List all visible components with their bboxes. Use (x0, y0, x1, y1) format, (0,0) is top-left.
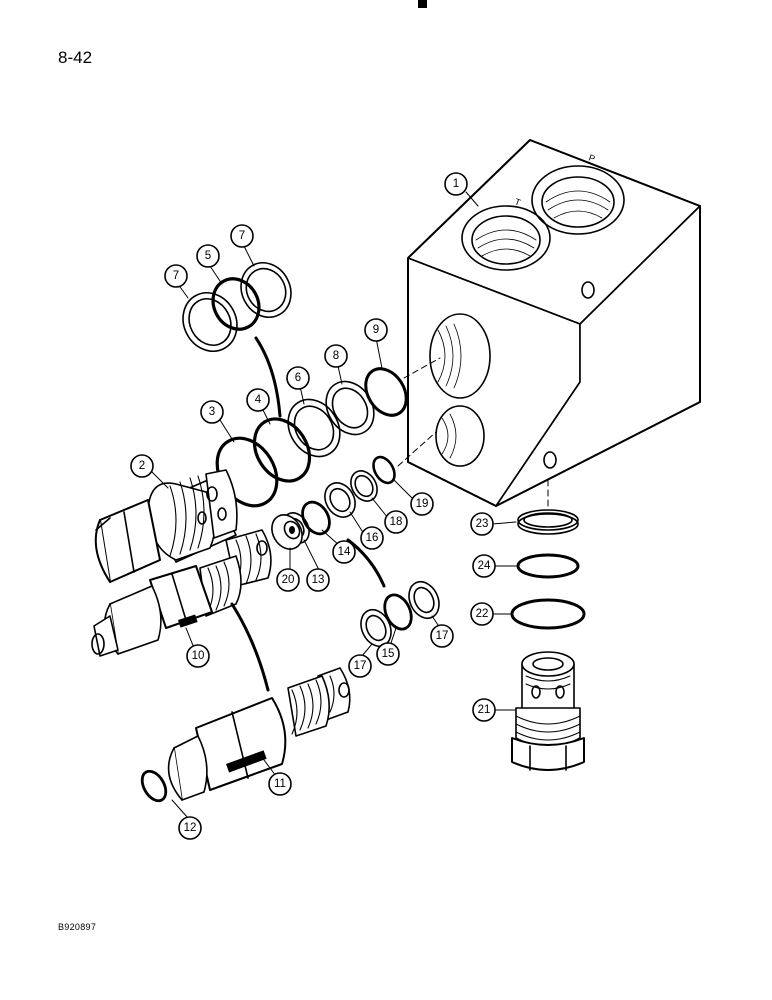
callout-24: 24 (472, 554, 496, 578)
callout-22: 22 (470, 602, 494, 626)
o-ring-9 (364, 367, 408, 417)
callout-14: 14 (332, 540, 356, 564)
svg-text:10: 10 (192, 650, 205, 662)
svg-text:8: 8 (333, 350, 339, 362)
svg-text:7: 7 (173, 270, 179, 282)
svg-text:13: 13 (312, 574, 325, 586)
callout-9: 9 (364, 318, 388, 342)
svg-text:1: 1 (453, 178, 459, 190)
cartridge-valve-10 (91, 529, 272, 657)
port-mark-t: T (513, 196, 522, 207)
svg-text:2: 2 (139, 460, 145, 472)
svg-text:16: 16 (366, 532, 379, 544)
callout-7a: 7 (164, 264, 188, 288)
cartridge-valve-11 (167, 667, 351, 801)
o-ring-15 (383, 593, 413, 631)
svg-text:21: 21 (478, 704, 491, 716)
callout-5: 5 (196, 244, 220, 268)
backup-ring-23 (517, 509, 579, 535)
svg-text:22: 22 (476, 608, 489, 620)
o-ring-19 (372, 455, 396, 485)
callout-8: 8 (324, 344, 348, 368)
callout-12: 12 (178, 816, 202, 840)
seat-20 (271, 514, 303, 550)
callout-6: 6 (286, 366, 310, 390)
svg-text:20: 20 (282, 574, 295, 586)
side-port-lower (435, 405, 485, 467)
backup-ring-7a (182, 292, 238, 352)
figure-id: B920897 (58, 922, 97, 932)
o-ring-4 (252, 417, 312, 483)
svg-text:3: 3 (209, 406, 215, 418)
plug-21 (511, 651, 585, 771)
svg-text:24: 24 (478, 560, 491, 572)
o-ring-5 (211, 277, 261, 331)
callout-11: 11 (268, 772, 292, 796)
callout-17a: 17 (348, 654, 372, 678)
callout-3: 3 (200, 400, 224, 424)
guide-curve-upper (254, 336, 282, 418)
o-ring-22 (510, 598, 586, 630)
guide-curve-middle (346, 538, 386, 588)
cartridge-valve-2 (94, 469, 238, 583)
callout-10: 10 (186, 644, 210, 668)
pin-hole-lower (543, 451, 557, 469)
svg-text:17: 17 (436, 630, 449, 642)
page-number: 8-42 (58, 48, 93, 67)
callout-7b: 7 (230, 224, 254, 248)
svg-text:4: 4 (255, 394, 262, 406)
backup-ring-16 (324, 482, 356, 518)
callout-17b: 17 (430, 624, 454, 648)
svg-text:11: 11 (274, 778, 286, 790)
top-port-t (461, 205, 551, 271)
svg-text:15: 15 (382, 648, 395, 660)
guide-line-9 (403, 357, 441, 379)
top-edge-mark (418, 0, 427, 8)
backup-ring-8 (325, 380, 375, 436)
svg-text:14: 14 (338, 546, 351, 558)
guide-line-19 (397, 431, 437, 467)
top-port-p (531, 165, 625, 235)
backup-ring-7b (240, 262, 292, 318)
callout-1: 1 (444, 172, 468, 196)
callout-19: 19 (410, 492, 434, 516)
svg-text:12: 12 (184, 822, 197, 834)
backup-ring-6 (287, 398, 341, 458)
svg-text:9: 9 (373, 324, 379, 336)
side-port-upper (429, 313, 491, 399)
svg-text:5: 5 (205, 250, 211, 262)
pin-hole-upper (581, 281, 595, 299)
svg-text:23: 23 (476, 518, 489, 530)
svg-text:17: 17 (354, 660, 367, 672)
port-mark-p: P (587, 152, 596, 163)
svg-text:19: 19 (416, 498, 429, 510)
callout-16: 16 (360, 526, 384, 550)
callout-21: 21 (472, 698, 496, 722)
callout-23: 23 (470, 512, 494, 536)
callout-15: 15 (376, 642, 400, 666)
callout-18: 18 (384, 510, 408, 534)
svg-text:6: 6 (295, 372, 301, 384)
o-ring-24 (516, 553, 580, 579)
o-ring-12 (140, 769, 168, 803)
backup-ring-18 (350, 470, 378, 502)
backup-ring-17b (408, 580, 440, 620)
svg-text:18: 18 (390, 516, 403, 528)
valve-body: P T (407, 139, 701, 507)
callout-2: 2 (130, 454, 154, 478)
callout-13: 13 (306, 568, 330, 592)
guide-curve-lower (230, 602, 270, 692)
callout-20: 20 (276, 568, 300, 592)
svg-text:7: 7 (239, 230, 245, 242)
callout-4: 4 (246, 388, 270, 412)
